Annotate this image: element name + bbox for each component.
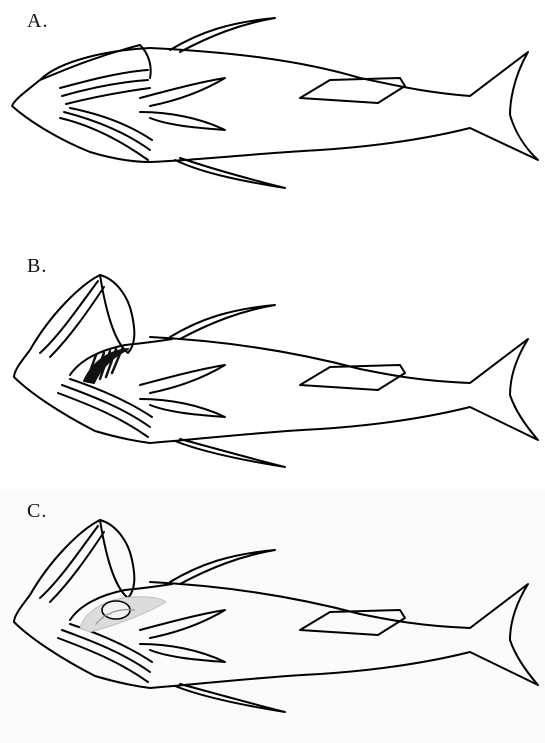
dorsal-spine — [170, 305, 275, 339]
body-outline — [150, 337, 538, 443]
head-outline — [12, 48, 150, 162]
dorsal-fin — [300, 78, 405, 103]
body-outline — [150, 582, 538, 688]
dorsal-fin — [300, 365, 405, 390]
jaw-line-2 — [62, 80, 148, 96]
ventral-spine — [175, 158, 285, 188]
open-mouth-outline — [14, 275, 150, 443]
upper-jaw-flap — [100, 520, 134, 598]
lower-jaw-1 — [58, 393, 148, 437]
pectoral-fin-upper — [140, 610, 225, 638]
jaw-line-2 — [50, 532, 104, 602]
jaw-line-2 — [50, 287, 104, 357]
ventral-spine — [175, 439, 285, 467]
pectoral-fin-upper — [140, 78, 225, 106]
lower-jaw-1 — [58, 638, 148, 682]
dorsal-fin — [300, 610, 405, 635]
pectoral-fin-upper — [140, 365, 225, 393]
fish-drawing-light-oral-structure — [0, 490, 545, 735]
body-outline — [150, 48, 538, 162]
ventral-spine — [175, 684, 285, 712]
pectoral-fin-lower — [140, 399, 225, 417]
panel-c: C. — [0, 490, 545, 743]
jaw-line-1 — [40, 281, 98, 353]
panel-a: A. — [0, 0, 545, 245]
pectoral-fin-lower — [140, 112, 225, 130]
fish-drawing-closed-mouth — [0, 0, 545, 245]
fish-drawing-dark-gill-rakers — [0, 245, 545, 490]
pectoral-fin-lower — [140, 644, 225, 662]
panel-b: B. — [0, 245, 545, 490]
dorsal-spine — [170, 550, 275, 584]
dorsal-spine — [170, 18, 275, 52]
jaw-line-3 — [66, 88, 150, 104]
upper-jaw — [40, 45, 151, 80]
upper-jaw-flap — [100, 275, 134, 353]
jaw-line-1 — [40, 526, 98, 598]
